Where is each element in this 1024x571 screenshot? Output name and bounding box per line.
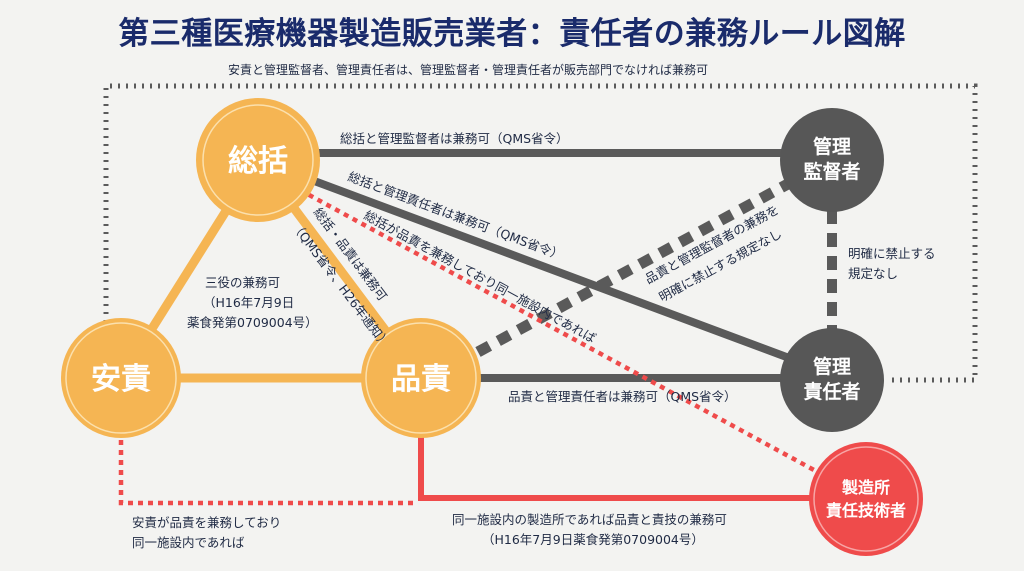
- edge-anseki-seizo-dotted: [118, 430, 415, 506]
- label-hinseki-sekinin: 品責と管理責任者は兼務可（QMS省令）: [508, 389, 737, 404]
- node-kanri-kantokusha: 管理 監督者: [780, 108, 884, 212]
- label-sanyaku-1: 三役の兼務可: [205, 275, 280, 290]
- label-sanyaku-2: （H16年7月9日: [203, 295, 294, 310]
- node-kanri-sekininsha: 管理 責任者: [780, 328, 884, 432]
- label-sanyaku-3: 薬食発第0709004号）: [187, 315, 318, 330]
- label-anseki-hinseki-2: 同一施設内であれば: [132, 535, 245, 550]
- label-hinseki-seizo-1: 同一施設内の製造所であれば品責と責技の兼務可: [452, 512, 727, 527]
- node-kantoku-label-2: 監督者: [803, 160, 860, 183]
- node-hinseki: 品責: [361, 318, 481, 438]
- label-kantoku-sekinin-1: 明確に禁止する: [848, 246, 936, 261]
- label-sokatsu-kantoku: 総括と管理監督者は兼務可（QMS省令）: [340, 131, 569, 146]
- node-seizo-label-1: 製造所: [841, 478, 890, 497]
- node-sekinin-label-1: 管理: [813, 355, 851, 378]
- node-sokatsu-label: 総括: [228, 144, 288, 179]
- label-kantoku-sekinin-2: 規定なし: [848, 266, 898, 281]
- node-seizo-label-2: 責任技術者: [826, 501, 906, 520]
- node-anseki-label: 安責: [91, 362, 151, 397]
- node-seizosho-sekinin-gijutsusha: 製造所 責任技術者: [809, 442, 923, 556]
- node-sokatsu: 総括: [196, 98, 320, 222]
- edge-sokatsu-sekinin: [256, 156, 834, 378]
- edge-hinseki-kantoku-dashed: [475, 167, 813, 357]
- label-hinseki-seizo-2: （H16年7月9日薬食発第0709004号）: [482, 532, 704, 547]
- page-title: 第三種医療機器製造販売業者：責任者の兼務ルール図解: [118, 16, 906, 52]
- node-sekinin-label-2: 責任者: [803, 380, 860, 403]
- top-note: 安責と管理監督者、管理責任者は、管理監督者・管理責任者が販売部門でなければ兼務可: [228, 62, 708, 77]
- node-kantoku-label-1: 管理: [813, 135, 851, 158]
- anseki-kanri-dotted-frame: [103, 83, 978, 383]
- edge-hinseki-seizo: [418, 430, 815, 501]
- label-anseki-hinseki-1: 安責が品責を兼務しており: [132, 515, 281, 530]
- node-hinseki-label: 品責: [391, 362, 451, 397]
- node-anseki: 安責: [61, 318, 181, 438]
